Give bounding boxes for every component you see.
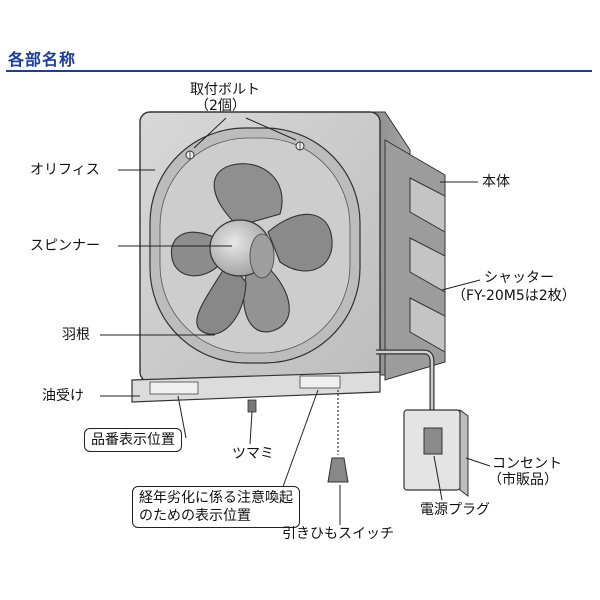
label-spinner: スピンナー xyxy=(30,238,100,254)
blade-right xyxy=(267,213,333,272)
section-title: 各部名称 xyxy=(8,50,77,69)
fan-blades xyxy=(170,163,333,335)
label-aging-notice: 経年劣化に係る注意喚起 のための表示位置 xyxy=(132,486,300,528)
label-shutter-note: （FY-20M5は2枚） xyxy=(452,288,576,304)
leader-lines xyxy=(100,117,491,525)
label-aging-notice-line2: のための表示位置 xyxy=(139,508,251,524)
label-oil-tray: 油受け xyxy=(42,388,84,404)
shutter-louver-1 xyxy=(409,177,446,233)
label-body: 本体 xyxy=(482,174,510,190)
label-outlet: コンセント xyxy=(492,456,562,472)
label-mounting-bolt: 取付ボルト xyxy=(190,82,260,98)
label-product-number-position: 品番表示位置 xyxy=(84,428,182,452)
product-number-plate xyxy=(149,381,199,395)
mounting-bolt-left xyxy=(185,150,195,160)
label-mounting-bolt-note: （2個） xyxy=(195,98,246,114)
power-plug xyxy=(423,427,443,455)
label-outlet-note: （市販品） xyxy=(488,472,558,488)
shutter-louver-2 xyxy=(409,237,446,293)
blade-top xyxy=(213,163,283,227)
oil-tray xyxy=(131,371,381,403)
mounting-bolt-right xyxy=(295,141,305,151)
label-pull-switch: 引きひもスイッチ xyxy=(282,526,394,542)
pull-cord xyxy=(327,390,349,483)
blade-bottom-left xyxy=(196,261,247,335)
label-aging-notice-line1: 経年劣化に係る注意喚起 xyxy=(139,490,293,506)
label-blade: 羽根 xyxy=(62,327,90,343)
title-underline xyxy=(6,70,592,72)
aging-notice-plate xyxy=(299,375,341,389)
label-knob: ツマミ xyxy=(232,446,274,462)
label-orifice: オリフィス xyxy=(30,162,100,178)
knob xyxy=(247,399,257,413)
label-power-plug: 電源プラグ xyxy=(420,502,490,518)
label-shutter: シャッター xyxy=(484,270,554,286)
blade-left xyxy=(170,231,223,277)
shutter-louver-3 xyxy=(409,297,446,353)
